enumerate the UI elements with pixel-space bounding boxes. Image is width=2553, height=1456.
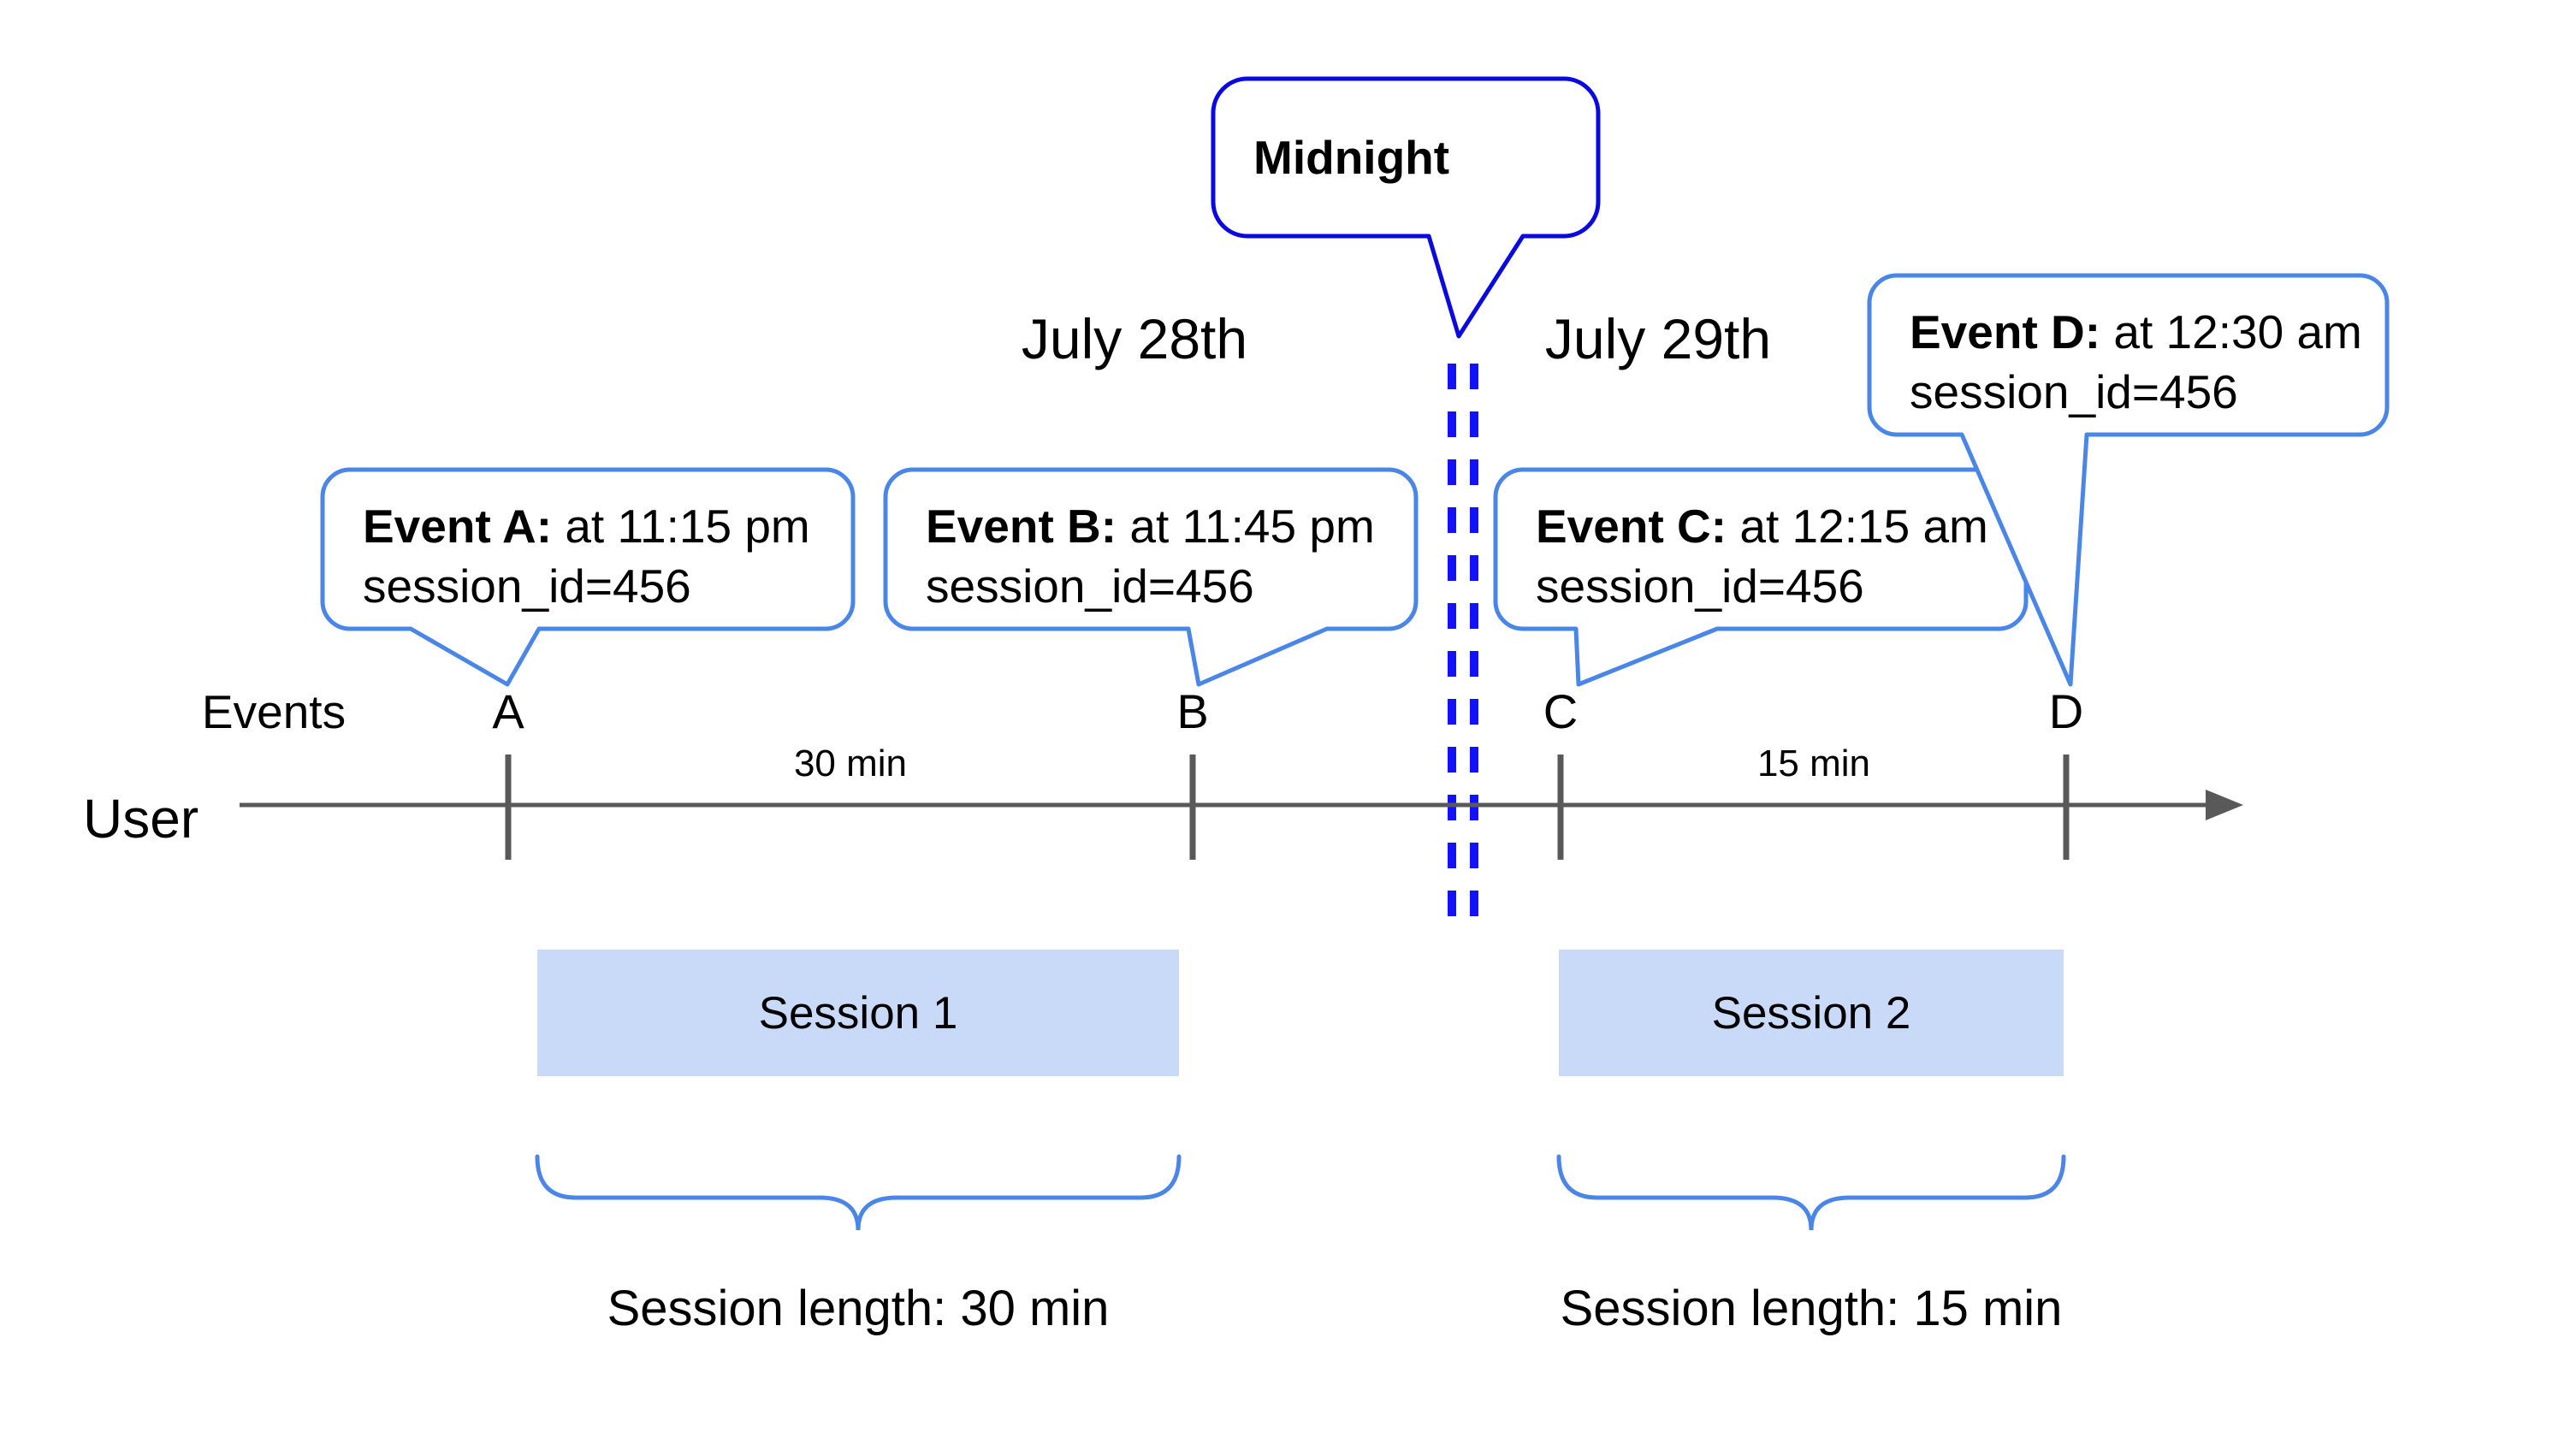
midnight-label: Midnight (1253, 131, 1450, 184)
session-1-brace (535, 1154, 1182, 1231)
timeline-arrowhead-icon (2206, 790, 2243, 820)
date-label-july-28: July 28th (1021, 307, 1248, 370)
session-1-box: Session 1 (537, 950, 1179, 1076)
session-2-box: Session 2 (1559, 950, 2064, 1076)
event-d-callout-bubble (1867, 273, 2390, 687)
event-c-callout-text: Event C: at 12:15 am session_id=456 (1536, 496, 1988, 616)
event-d-line1: Event D: at 12:30 am (1910, 305, 2362, 358)
tick-label-a: A (492, 684, 524, 738)
event-a-callout-bubble (320, 467, 856, 687)
event-a-line2: session_id=456 (363, 559, 691, 613)
interval-label-30min: 30 min (793, 743, 908, 784)
user-axis-label: User (83, 788, 199, 849)
tick-label-d: D (2048, 684, 2084, 738)
date-label-july-29: July 29th (1544, 307, 1772, 370)
event-a-line1: Event A: at 11:15 pm (363, 500, 810, 553)
event-c-line2: session_id=456 (1536, 559, 1864, 613)
event-d-line2: session_id=456 (1910, 365, 2238, 418)
events-axis-label: Events (201, 685, 347, 738)
event-b-callout-bubble (883, 467, 1419, 687)
tick-label-c: C (1543, 684, 1579, 738)
event-b-callout-text: Event B: at 11:45 pm session_id=456 (926, 496, 1375, 616)
tick-label-b: B (1176, 684, 1209, 738)
event-b-line1: Event B: at 11:45 pm (926, 500, 1375, 553)
event-c-line1: Event C: at 12:15 am (1536, 500, 1988, 553)
session-1-length-label: Session length: 30 min (607, 1281, 1110, 1336)
interval-label-15min: 15 min (1756, 743, 1871, 784)
midnight-callout-bubble (1211, 76, 1601, 339)
event-d-callout-text: Event D: at 12:30 am session_id=456 (1910, 302, 2362, 422)
session-2-length-label: Session length: 15 min (1560, 1281, 2063, 1336)
session-1-label: Session 1 (758, 987, 958, 1039)
session-2-label: Session 2 (1711, 987, 1911, 1039)
event-b-line2: session_id=456 (926, 559, 1254, 613)
session-2-brace (1556, 1154, 2066, 1231)
event-a-callout-text: Event A: at 11:15 pm session_id=456 (363, 496, 810, 616)
